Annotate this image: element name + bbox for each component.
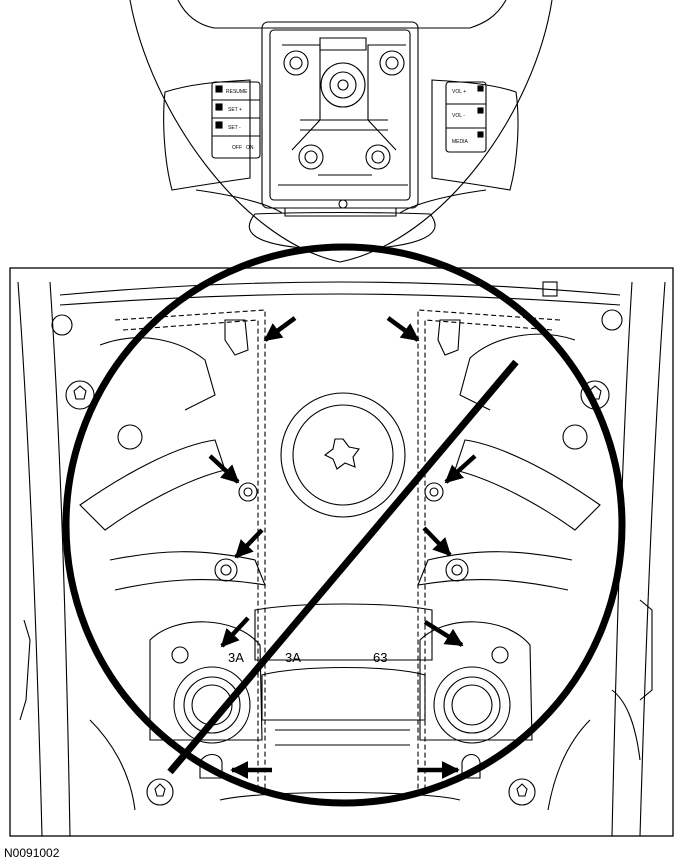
center-boss <box>280 392 406 518</box>
prohibition-slash <box>167 359 519 775</box>
switch-label-set-plus: SET + <box>228 107 242 113</box>
left-spoke <box>163 79 251 191</box>
prohibition-symbol <box>62 243 626 807</box>
arrow-icon <box>263 316 297 342</box>
wheel-rim-inner <box>177 0 507 29</box>
arrow-icon <box>220 616 250 648</box>
hub-housing <box>261 21 419 209</box>
switch-label-off: OFF <box>232 145 242 151</box>
arrow-icon <box>386 316 420 342</box>
switch-label-media: MEDIA <box>452 139 469 145</box>
prohibition-circle <box>62 243 626 807</box>
switch-label-resume: RESUME <box>226 89 248 95</box>
spring-housing-right <box>433 666 511 744</box>
screw-icon <box>65 380 95 410</box>
arrow-icon <box>234 528 264 559</box>
switch-label-on: ON <box>246 145 254 151</box>
lower-pad <box>248 211 436 251</box>
part-mark-left: 3A <box>228 650 244 665</box>
right-switch-pack <box>445 81 487 153</box>
part-marks: 3A 3A 63 <box>228 650 387 665</box>
screw-icon <box>146 778 174 806</box>
arrow-icon <box>422 526 452 557</box>
torx-recess-icon <box>323 438 360 470</box>
arrow-icon <box>208 454 240 484</box>
part-mark-center: 3A <box>285 650 301 665</box>
detail-view <box>9 267 674 837</box>
arrow-icon <box>444 454 477 484</box>
steering-wheel-overview <box>129 0 553 263</box>
left-switch-pack <box>211 81 261 159</box>
switch-label-vol-minus: VOL - <box>452 113 465 119</box>
switch-label-set-minus: SET - <box>228 125 241 131</box>
spring-housing-left <box>173 666 251 744</box>
left-switch-labels: RESUME SET + SET - OFF ON <box>226 89 254 151</box>
screw-icon <box>508 778 536 806</box>
figure-id: N0091002 <box>4 846 60 860</box>
wheel-rim <box>129 0 553 263</box>
part-mark-right: 63 <box>373 650 387 665</box>
detail-frame <box>9 267 674 837</box>
switch-label-vol-plus: VOL + <box>452 89 466 95</box>
right-switch-labels: VOL + VOL - MEDIA <box>452 89 469 145</box>
arrow-icon <box>423 620 464 647</box>
right-spoke <box>431 79 519 191</box>
clip-arrows <box>208 316 477 779</box>
